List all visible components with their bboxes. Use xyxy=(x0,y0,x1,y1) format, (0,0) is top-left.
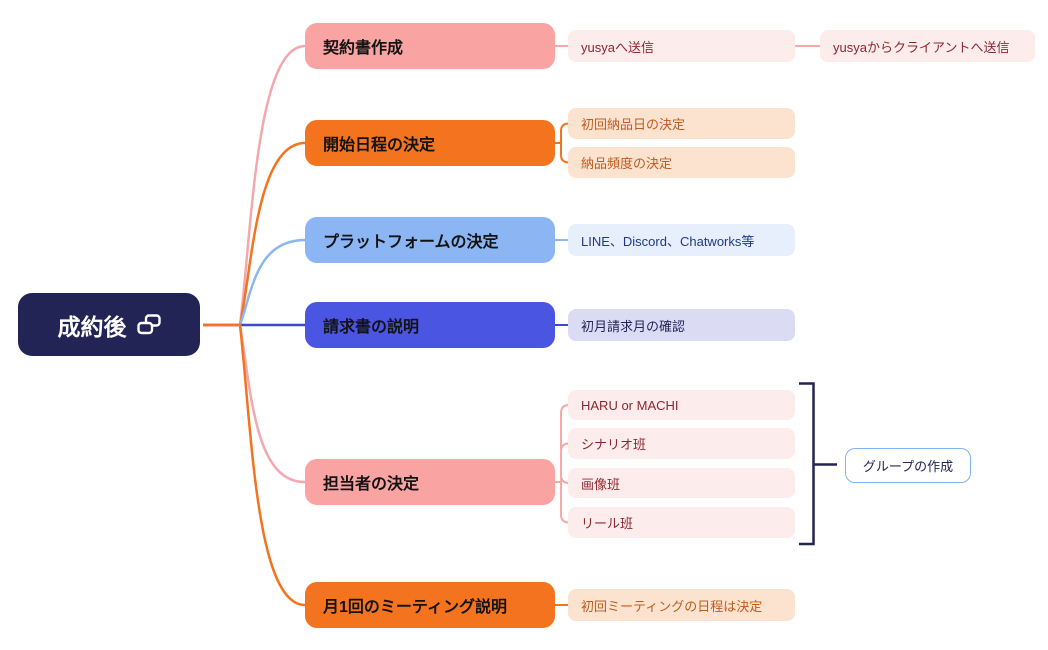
child-node-first-meeting-schedule[interactable]: 初回ミーティングの日程は決定 xyxy=(568,589,795,621)
root-node-seiyakugo[interactable]: 成約後 xyxy=(18,293,200,356)
edge-root-platform xyxy=(203,238,306,327)
branch-node-contract-creation[interactable]: 契約書作成 xyxy=(305,23,555,69)
child-node-yusya-to-client[interactable]: yusyaからクライアントへ送信 xyxy=(820,30,1035,62)
edge-assignee-hook-scenario xyxy=(560,442,570,452)
child-node-chat-platforms[interactable]: LINE、Discord、Chatworks等 xyxy=(568,224,795,256)
branch-node-platform-decision[interactable]: プラットフォームの決定 xyxy=(305,217,555,263)
group-bracket[interactable] xyxy=(799,382,815,546)
edge-schedule-fork xyxy=(560,122,570,164)
child-node-reel-team[interactable]: リール班 xyxy=(568,507,795,538)
child-node-first-delivery-date[interactable]: 初回納品日の決定 xyxy=(568,108,795,139)
edge-assignee-trunk xyxy=(560,404,570,524)
branch-node-monthly-meeting[interactable]: 月1回のミーティング説明 xyxy=(305,582,555,628)
branch-node-start-schedule[interactable]: 開始日程の決定 xyxy=(305,120,555,166)
child-node-scenario-team[interactable]: シナリオ班 xyxy=(568,428,795,459)
edge-root-assignee xyxy=(203,323,306,484)
edge-root-schedule xyxy=(203,141,306,327)
annotation-group-creation[interactable]: グループの作成 xyxy=(845,448,971,483)
edge-root-meeting xyxy=(203,323,306,607)
root-label: 成約後 xyxy=(57,313,127,340)
child-node-haru-or-machi[interactable]: HARU or MACHI xyxy=(568,390,795,420)
child-node-send-to-yusya[interactable]: yusyaへ送信 xyxy=(568,30,795,62)
child-node-delivery-frequency[interactable]: 納品頻度の決定 xyxy=(568,147,795,178)
edge-assignee-hook-image xyxy=(560,474,570,484)
edge-root-contract xyxy=(203,44,306,327)
link-icon xyxy=(136,314,161,335)
branch-node-assignee-decision[interactable]: 担当者の決定 xyxy=(305,459,555,505)
child-node-image-team[interactable]: 画像班 xyxy=(568,468,795,498)
child-node-first-invoice-month[interactable]: 初月請求月の確認 xyxy=(568,309,795,341)
branch-node-invoice-explanation[interactable]: 請求書の説明 xyxy=(305,302,555,348)
